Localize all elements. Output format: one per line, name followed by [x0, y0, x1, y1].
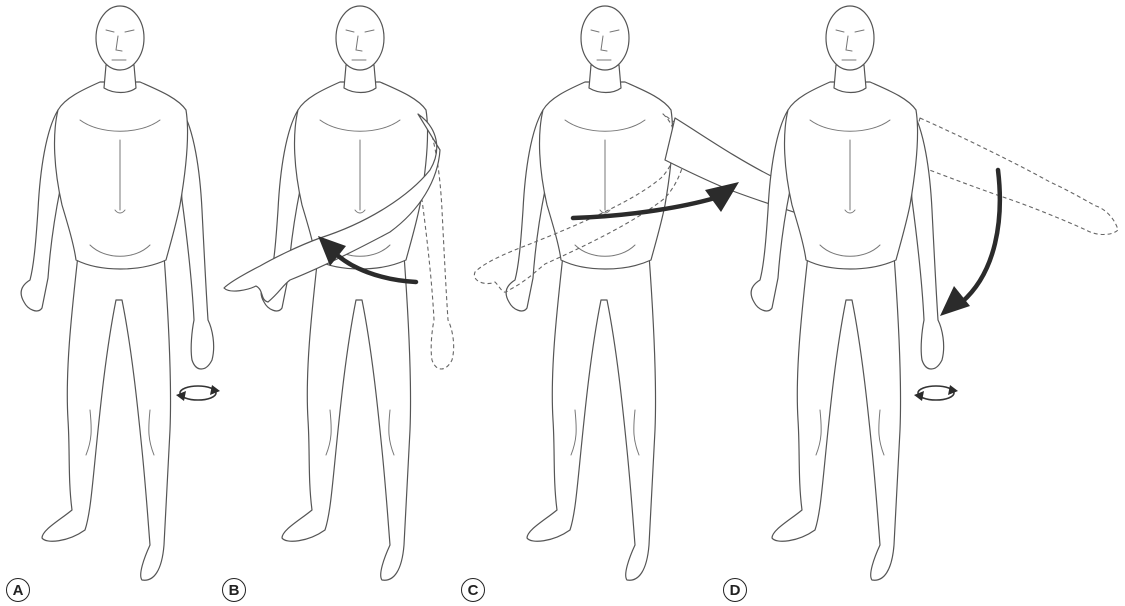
- movement-arrow: [940, 170, 1000, 316]
- panel-label-c: C: [461, 578, 485, 602]
- panel-label-d: D: [723, 578, 747, 602]
- ghost-arm-horizontal: [908, 118, 1118, 235]
- rotation-symbol: [914, 385, 958, 401]
- panel-label-a: A: [6, 578, 30, 602]
- panel-label-b: B: [222, 578, 246, 602]
- figure-b: [224, 6, 454, 580]
- figure-a: [21, 6, 220, 580]
- figure-d: [751, 6, 1118, 580]
- rotation-symbol: [176, 385, 220, 401]
